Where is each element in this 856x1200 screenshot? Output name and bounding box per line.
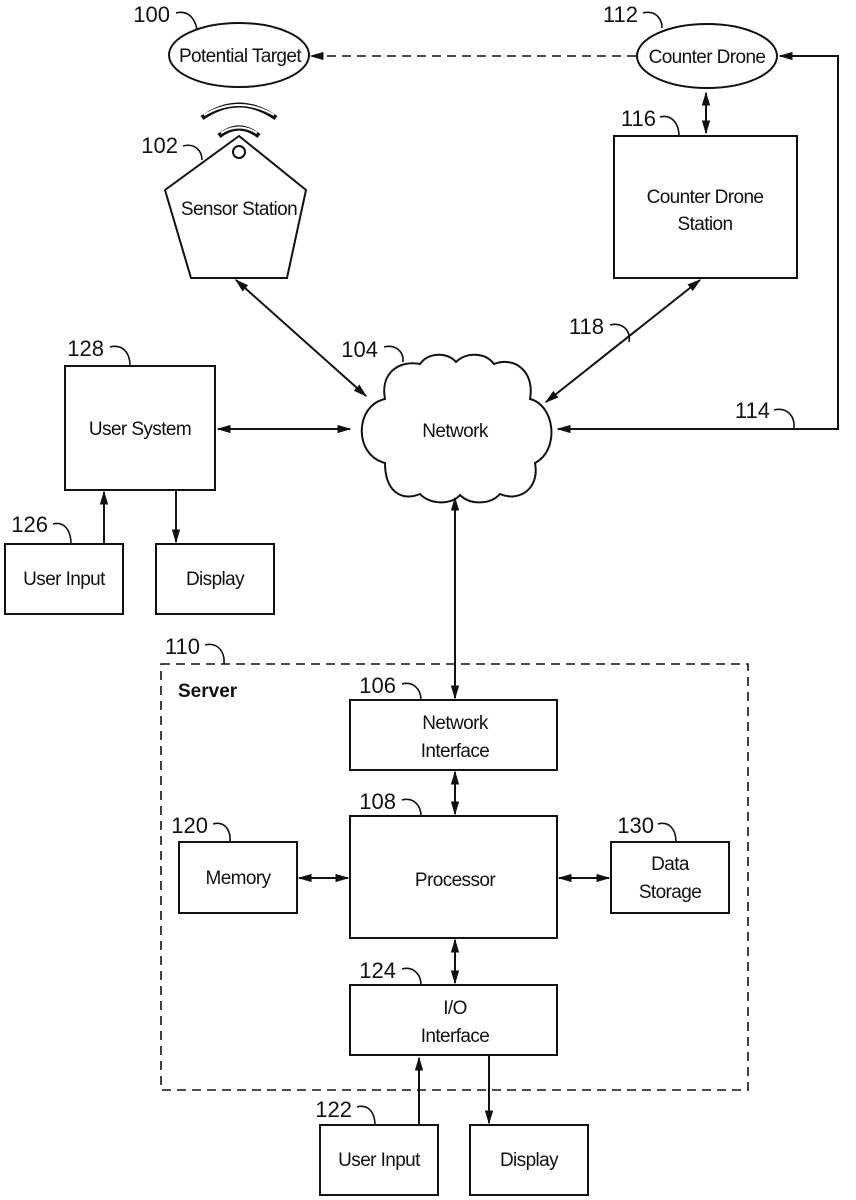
server-user-input-leader: [356, 1105, 376, 1126]
potential-target-leader: [175, 11, 198, 31]
user-system-display-label: Display: [186, 569, 245, 590]
signal-wave-inner-gap: [220, 126, 258, 134]
counter-drone-label: Counter Drone: [649, 47, 766, 68]
memory-label: Memory: [205, 868, 271, 889]
data-storage-leader: [657, 822, 677, 843]
data-storage-node: Data Storage 130: [610, 813, 730, 914]
counter-drone-station-label-line2: Station: [678, 214, 733, 235]
server-container: Server 110: [160, 634, 749, 1091]
counter-drone-station-leader: [659, 115, 680, 137]
server-label: Server: [178, 681, 238, 702]
counter-drone-node: Counter Drone 112: [603, 2, 778, 89]
station-network-arrow: [544, 279, 702, 403]
sensor-station-pentagon: [163, 134, 308, 279]
user-system-label: User System: [89, 419, 191, 440]
processor-leader: [401, 798, 422, 817]
io-interface-box: [349, 984, 558, 1056]
io-interface-label-line1: I/O: [443, 998, 467, 1019]
network-interface-ref: 106: [359, 673, 396, 698]
user-system-input-leader: [52, 522, 72, 545]
data-storage-label-line2: Storage: [639, 882, 701, 903]
memory-leader: [212, 822, 231, 843]
data-storage-box: [610, 841, 730, 914]
sensor-station-node: Sensor Station 102: [141, 102, 308, 279]
processor-node: Processor 108: [349, 789, 558, 939]
network-node: Network 104: [341, 337, 553, 504]
network-counter-drone-link-ref: 114: [735, 398, 770, 423]
user-system-input-label: User Input: [23, 569, 106, 590]
sensor-station-leader: [182, 144, 203, 161]
io-interface-leader: [401, 967, 422, 986]
potential-target-label: Potential Target: [179, 46, 302, 67]
sensor-network-arrow: [234, 279, 368, 397]
network-interface-box: [349, 699, 558, 771]
data-storage-label-line1: Data: [651, 854, 690, 875]
server-user-input-label: User Input: [338, 1150, 421, 1171]
server-display-box: [469, 1124, 589, 1196]
network-interface-label-line1: Network: [422, 713, 489, 734]
server-user-input-node: User Input 122: [315, 1097, 439, 1196]
user-system-input-ref: 126: [11, 512, 48, 537]
server-ref: 110: [165, 634, 200, 659]
io-interface-ref: 124: [359, 958, 396, 983]
user-system-node: User System 128: [64, 336, 216, 491]
user-system-input-box: [4, 543, 124, 615]
network-ref: 104: [341, 337, 378, 362]
server-boundary: [160, 663, 749, 1091]
server-leader: [204, 643, 225, 665]
network-interface-node: Network Interface 106: [349, 673, 558, 771]
sensor-antenna-icon: [232, 145, 246, 159]
server-user-input-ref: 122: [315, 1097, 352, 1122]
server-display-node: Display: [469, 1124, 589, 1196]
memory-ref: 120: [171, 813, 208, 838]
user-system-input-node: User Input 126: [4, 512, 124, 615]
network-leader: [383, 345, 404, 363]
io-interface-label-line2: Interface: [421, 1026, 490, 1047]
user-system-leader: [109, 345, 131, 367]
user-system-display-node: Display: [155, 543, 275, 615]
network-counter-drone-arrow: [556, 51, 839, 434]
network-counter-drone-link-leader: [773, 408, 795, 429]
potential-target-ellipse: [168, 22, 310, 88]
server-user-input-box: [319, 1124, 439, 1196]
network-cloud-shape: [360, 353, 553, 504]
counter-drone-leader: [642, 11, 663, 29]
processor-box: [349, 815, 558, 939]
user-system-ref: 128: [67, 336, 104, 361]
potential-target-ref: 100: [133, 2, 170, 27]
signal-wave-outer-gap: [203, 104, 275, 116]
network-interface-label-line2: Interface: [421, 741, 490, 762]
data-storage-ref: 130: [617, 813, 654, 838]
counter-drone-ref: 112: [603, 2, 638, 27]
io-interface-node: I/O Interface 124: [349, 958, 558, 1056]
network-label: Network: [422, 421, 489, 442]
server-display-label: Display: [500, 1150, 559, 1171]
memory-node: Memory 120: [171, 813, 298, 914]
sensor-station-label: Sensor Station: [181, 199, 297, 220]
memory-box: [178, 841, 298, 914]
station-network-link-ref: 118: [569, 314, 604, 339]
processor-ref: 108: [359, 789, 396, 814]
potential-target-node: Potential Target 100: [133, 2, 310, 88]
processor-label: Processor: [415, 870, 496, 891]
sensor-station-ref: 102: [141, 133, 178, 158]
user-system-display-box: [155, 543, 275, 615]
user-system-box: [64, 365, 216, 491]
network-interface-leader: [401, 682, 422, 701]
counter-drone-station-label-line1: Counter Drone: [647, 187, 764, 208]
counter-drone-station-ref: 116: [621, 106, 656, 131]
